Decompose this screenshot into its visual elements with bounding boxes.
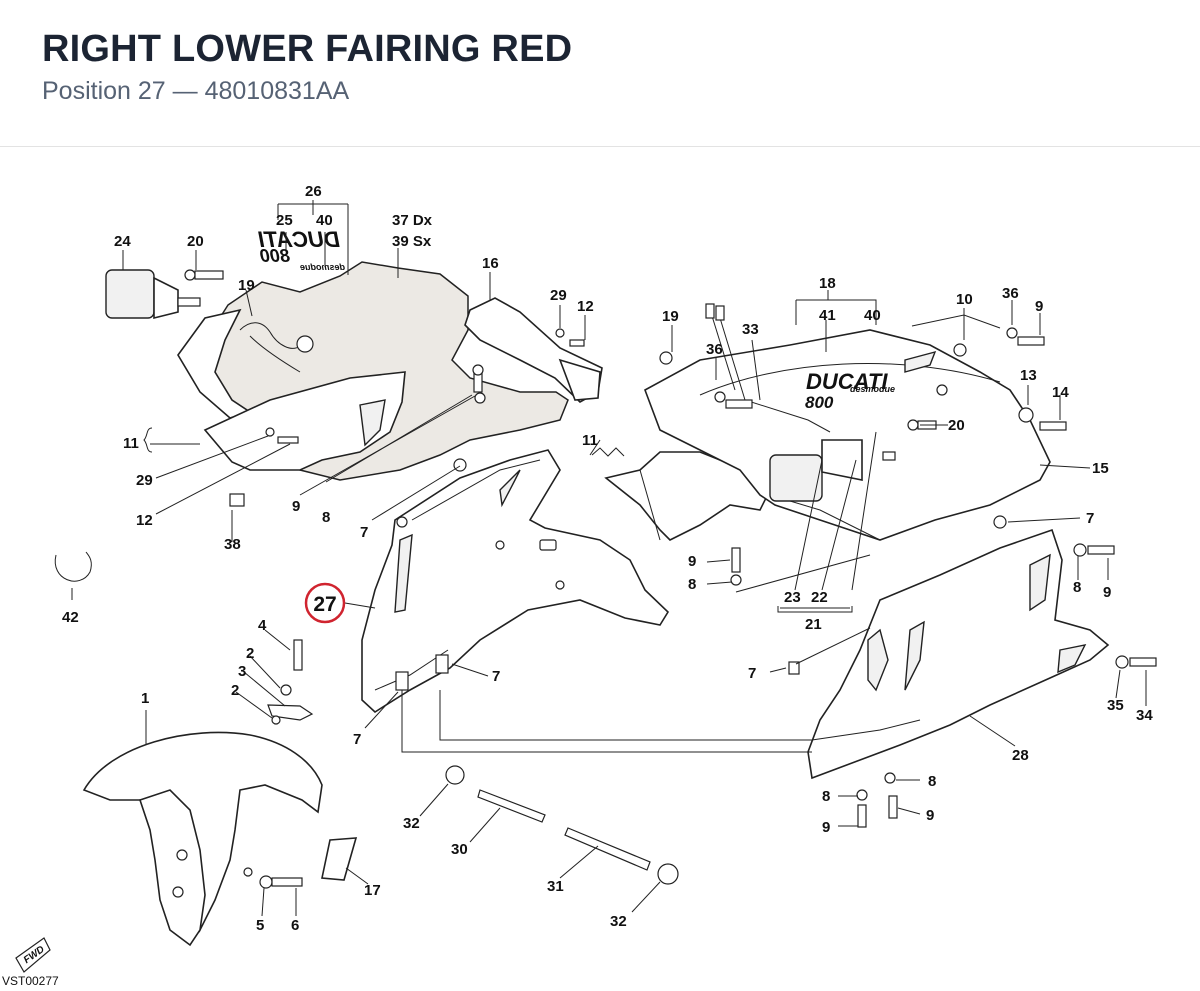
- callout-29: 29: [550, 287, 567, 304]
- callout-28: 28: [1012, 747, 1029, 764]
- side-fairing-assembly: DUCATI 800 desmodue: [644, 303, 1067, 541]
- squiggle-11: [591, 447, 625, 457]
- callout-5: 5: [256, 917, 264, 934]
- decal-ducati: DUCATI: [806, 369, 888, 394]
- callout-8b: 8: [688, 576, 696, 593]
- decal-800-mirrored: 800: [260, 246, 290, 266]
- callout-36: 36: [1002, 285, 1019, 302]
- callout-40b: 40: [864, 307, 881, 324]
- lower-fairing-part-28: [730, 528, 1157, 828]
- lower-fairing-part-27: [361, 449, 670, 714]
- callout-10: 10: [956, 291, 973, 308]
- callout-31: 31: [547, 878, 564, 895]
- page-header: RIGHT LOWER FAIRING RED Position 27 — 48…: [0, 0, 1200, 147]
- callout-30: 30: [451, 841, 468, 858]
- callout-37dx: 37 Dx: [392, 212, 433, 229]
- callout-40: 40: [316, 212, 333, 229]
- callout-1: 1: [141, 690, 149, 707]
- callout-7: 7: [360, 524, 368, 541]
- air-duct-part-11: [604, 451, 772, 541]
- drawing-code: VST00277: [2, 974, 59, 988]
- callout-24: 24: [114, 233, 131, 250]
- callout-36b: 36: [706, 341, 723, 358]
- callout-9f: 9: [926, 807, 934, 824]
- callout-9c: 9: [688, 553, 696, 570]
- leader-lines: [71, 200, 1147, 917]
- callout-34: 34: [1136, 707, 1153, 724]
- highlight-label: 27: [313, 593, 336, 616]
- callout-18: 18: [819, 275, 836, 292]
- decal-desmodue-mirrored: desmodue: [300, 262, 345, 272]
- callout-7b: 7: [1086, 510, 1094, 527]
- callout-6: 6: [291, 917, 299, 934]
- callout-12b: 12: [136, 512, 153, 529]
- callout-8c: 8: [1073, 579, 1081, 596]
- callout-23: 23: [784, 589, 801, 606]
- callout-26: 26: [305, 183, 322, 200]
- callout-20: 20: [187, 233, 204, 250]
- page-title: RIGHT LOWER FAIRING RED: [42, 28, 573, 70]
- callout-7d: 7: [492, 668, 500, 685]
- callout-14: 14: [1052, 384, 1069, 401]
- callout-12: 12: [577, 298, 594, 315]
- callout-7e: 7: [353, 731, 361, 748]
- part-subtitle: Position 27 — 48010831AA: [42, 77, 350, 105]
- callout-11b: 11: [582, 432, 598, 449]
- callout-21: 21: [805, 616, 822, 633]
- decal-800: 800: [805, 393, 834, 412]
- exploded-parts-diagram: DUCATI 800 desmodue: [15, 183, 1157, 973]
- callout-9b: 9: [1035, 298, 1043, 315]
- highlight-ring: [304, 582, 346, 624]
- callout-41: 41: [819, 307, 836, 324]
- callout-20b: 20: [948, 417, 965, 434]
- callout-labels: 26 25 40 37 Dx 39 Sx 24 20 19 16 29 12 1…: [62, 183, 1153, 934]
- callout-11: 11: [123, 435, 139, 452]
- callout-17: 17: [364, 882, 381, 899]
- callout-42: 42: [62, 609, 79, 626]
- callout-19: 19: [238, 277, 255, 294]
- callout-35: 35: [1107, 697, 1124, 714]
- front-fairing-inner-assembly: DUCATI 800 desmodue: [105, 227, 603, 507]
- callout-2b: 2: [231, 682, 239, 699]
- callout-9: 9: [292, 498, 300, 515]
- callout-32: 32: [403, 815, 420, 832]
- highlight-callout-27: 27: [304, 582, 346, 624]
- callout-8: 8: [322, 509, 330, 526]
- callout-25: 25: [276, 212, 293, 229]
- callout-22: 22: [811, 589, 828, 606]
- callout-16: 16: [482, 255, 499, 272]
- callout-8d: 8: [928, 773, 936, 790]
- callout-9e: 9: [822, 819, 830, 836]
- callout-7c: 7: [748, 665, 756, 682]
- hardware-parts: [15, 551, 679, 973]
- callout-15: 15: [1092, 460, 1109, 477]
- callout-8e: 8: [822, 788, 830, 805]
- callout-13: 13: [1020, 367, 1037, 384]
- callout-9d: 9: [1103, 584, 1111, 601]
- callout-29b: 29: [136, 472, 153, 489]
- front-mudguard-part-1: [82, 731, 323, 947]
- callout-38: 38: [224, 536, 241, 553]
- decal-desmodue: desmodue: [850, 384, 895, 394]
- callout-2: 2: [246, 645, 254, 662]
- callout-33: 33: [742, 321, 759, 338]
- callout-3: 3: [238, 663, 246, 680]
- callout-32b: 32: [610, 913, 627, 930]
- callout-39sx: 39 Sx: [392, 233, 432, 250]
- decal-ducati-mirrored: DUCATI: [258, 227, 340, 252]
- callout-4: 4: [258, 617, 267, 634]
- brace-11: [143, 427, 153, 453]
- callout-19b: 19: [662, 308, 679, 325]
